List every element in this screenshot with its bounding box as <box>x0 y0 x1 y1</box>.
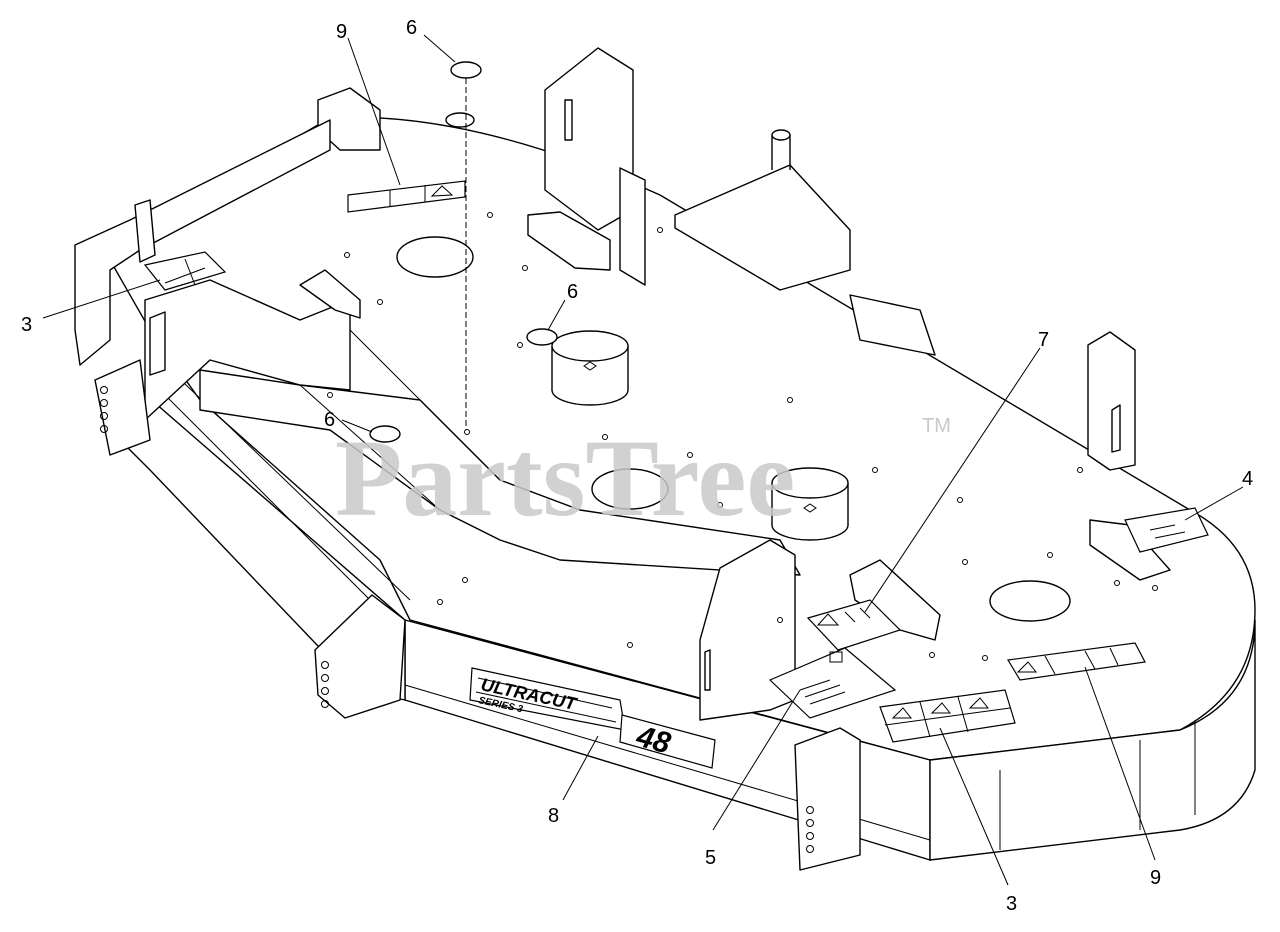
safety-decal-top <box>347 180 466 213</box>
callout-3-bottom: 3 <box>1006 893 1017 915</box>
deck-baffle-channel <box>199 329 801 576</box>
watermark-trademark: TM <box>922 415 951 437</box>
spindle-housings <box>369 61 1071 622</box>
deck-mounting-holes <box>327 212 1158 703</box>
rear-brackets <box>527 47 936 356</box>
callout-3-left: 3 <box>21 314 32 336</box>
callout-6-mid: 6 <box>567 281 578 303</box>
callout-4: 4 <box>1242 468 1253 490</box>
safety-decal-right <box>1007 642 1146 681</box>
callout-6-top: 6 <box>406 17 417 39</box>
callout-5: 5 <box>705 847 716 869</box>
callout-labels: 9 6 3 6 6 7 4 8 5 3 9 <box>21 17 1253 915</box>
callout-leader-lines <box>42 34 1244 886</box>
safety-decal-left <box>143 251 227 291</box>
side-brackets <box>74 87 1171 871</box>
callout-7: 7 <box>1038 329 1049 351</box>
callout-9-top: 9 <box>336 21 347 43</box>
callout-8: 8 <box>548 805 559 827</box>
watermark-text: PartsTree <box>335 417 795 539</box>
instruction-decal <box>806 599 902 651</box>
callout-9-bottom: 9 <box>1150 867 1161 889</box>
callout-6-left: 6 <box>324 409 335 431</box>
manual-decal <box>768 647 897 719</box>
warning-decal-front <box>879 689 1016 743</box>
